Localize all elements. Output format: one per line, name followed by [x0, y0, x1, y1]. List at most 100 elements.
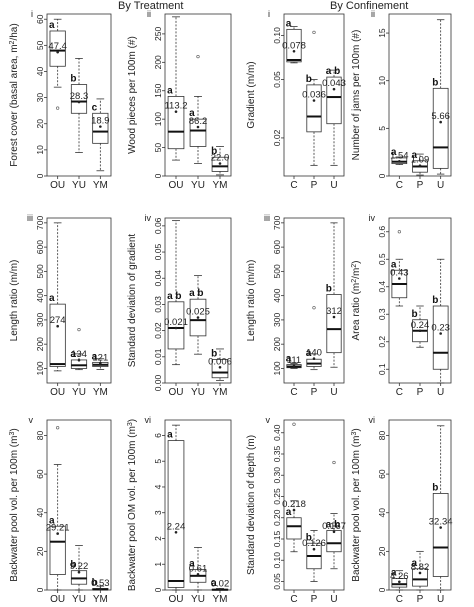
c-i-ytick-label: 0.02 — [272, 129, 282, 146]
t-vi-x-label: OU — [169, 594, 184, 605]
t-ii-significance-letter: b — [211, 146, 217, 157]
c-vi-box — [412, 568, 428, 587]
c-iv-x-label: P — [417, 387, 424, 398]
t-vi-x-label: YM — [213, 594, 228, 605]
c-iii-significance-letter: b — [326, 283, 332, 294]
c-ii-significance-letter: b — [432, 77, 438, 88]
t-iii-significance-letter: a — [70, 349, 76, 360]
c-ii-y-axis-label: Number of jams per 100m (#) — [351, 30, 362, 161]
c-iii-x-label: U — [330, 387, 337, 398]
c-v-ytick-label: 0.25 — [272, 488, 282, 505]
c-iii-ytick-label: 200 — [272, 337, 282, 351]
c-iii-x-label: P — [311, 387, 318, 398]
c-v-ytick-label: 0.20 — [272, 509, 282, 526]
c-iii-ytick-label: 700 — [272, 215, 282, 229]
c-vi-x-label: U — [437, 594, 444, 605]
c-iii-box — [326, 294, 342, 354]
c-ii-significance-letter: a — [412, 150, 418, 161]
c-i-x-label: U — [330, 180, 337, 191]
t-i-ytick-label: 20 — [35, 119, 45, 129]
c-ii-mean-label: 1.09 — [411, 155, 430, 166]
t-iv-mean-point — [196, 316, 200, 319]
c-v-ytick-label: 0.30 — [272, 467, 282, 484]
t-i-y-axis-label: Forest cover (basal area, m2/ha) — [9, 23, 21, 166]
t-iii-y-axis-label: Length ratio (m/m) — [9, 260, 20, 342]
t-i-ytick-label: 50 — [35, 40, 45, 50]
t-ii-mean-point — [218, 162, 222, 165]
t-iv-x-label: YM — [213, 387, 228, 398]
t-i-box — [49, 30, 66, 67]
group-title-confinement: By Confinement — [330, 0, 409, 12]
c-vi-mean-label: 8.82 — [411, 562, 430, 573]
t-v-ytick-label: 80 — [35, 430, 45, 440]
c-ii-mean-point — [439, 120, 442, 124]
t-ii-box — [167, 96, 185, 150]
t-iv-ytick-label: 0.03 — [153, 296, 163, 313]
c-iv-outlier — [397, 230, 401, 234]
t-vi-mean-label: 2.24 — [167, 521, 186, 532]
c-iii-x-label: C — [290, 387, 297, 398]
t-v-outlier — [56, 426, 60, 430]
t-vi-x-label: YU — [191, 594, 205, 605]
c-v-x-label: U — [330, 594, 337, 605]
c-vi-mean-point — [439, 526, 442, 529]
t-ii-significance-letter: a — [189, 108, 195, 119]
c-vi-x-label: C — [396, 594, 403, 605]
t-vi-ytick-label: 4 — [153, 484, 163, 489]
t-v-mean-point — [99, 587, 102, 591]
t-i-box — [92, 112, 109, 144]
c-ii-x-label: C — [396, 180, 403, 191]
t-ii-mean-label: 22.0 — [211, 152, 230, 163]
t-iii-ytick-label: 500 — [35, 264, 45, 278]
t-iii-significance-letter: a — [49, 293, 55, 304]
c-iv-ytick-label: 0.5 — [377, 253, 387, 265]
c-v-ytick-label: 0.15 — [272, 530, 282, 547]
t-i-mean-point — [77, 100, 81, 104]
c-vi-ytick-label: 80 — [377, 430, 387, 440]
c-v-outlier — [332, 460, 336, 465]
c-i-outlier — [312, 30, 316, 34]
group-title-treatment: By Treatment — [118, 0, 184, 12]
c-v-significance-letter: b — [306, 532, 312, 543]
t-v-mean-label: 0.53 — [91, 578, 110, 589]
t-vi-significance-letter: a — [167, 430, 173, 441]
c-i-box — [326, 76, 342, 125]
c-iii-ytick-label: 300 — [272, 313, 282, 327]
c-iv-mean-point — [439, 332, 442, 335]
t-ii-ytick-label: 250 — [153, 27, 163, 41]
c-v-box — [286, 517, 302, 540]
t-iv-ytick-label: 0.06 — [153, 217, 163, 234]
c-i-significance-letter: a — [286, 18, 292, 29]
t-ii-ytick-label: 150 — [153, 83, 163, 97]
t-iv-significance-letter: b — [211, 348, 217, 359]
t-vi-box — [167, 440, 185, 588]
t-iii-mean-point — [77, 358, 81, 362]
c-iv-x-label: U — [437, 387, 444, 398]
c-i-mean-label: 0.036 — [302, 89, 326, 100]
t-v-significance-letter: b — [92, 577, 98, 588]
c-i-panel-number: i — [268, 9, 270, 19]
t-i-outlier — [56, 106, 60, 110]
c-vi-significance-letter: a — [391, 567, 397, 578]
c-iii-mean-label: 312 — [326, 306, 342, 317]
c-v-significance-letter: a — [286, 507, 292, 518]
t-iv-ytick-label: 0.02 — [153, 322, 163, 339]
t-v-ytick-label: 60 — [35, 469, 45, 479]
c-iv-mean-point — [418, 329, 422, 333]
c-iv-ytick-label: 0.4 — [377, 281, 387, 293]
t-vi-ytick-label: 1 — [153, 562, 163, 567]
c-vi-mean-point — [418, 571, 422, 575]
t-v-x-label: OU — [50, 594, 65, 605]
t-vi-ytick-label: 6 — [153, 433, 163, 438]
t-ii-ytick-label: 0 — [153, 173, 163, 178]
c-i-mean-point — [292, 49, 296, 53]
t-i-mean-label: 18.9 — [91, 116, 110, 127]
c-vi-y-axis-label: Backwater pool vol. per 100m (m3) — [351, 428, 363, 581]
c-iv-panel-number: iv — [369, 213, 376, 223]
c-ii-mean-point — [418, 164, 422, 167]
t-iv-panel-number: iv — [145, 213, 152, 223]
c-ii-ytick-label: 15 — [377, 28, 387, 38]
t-i-significance-letter: a — [49, 20, 55, 31]
c-v-ytick-label: 0.10 — [272, 552, 282, 569]
